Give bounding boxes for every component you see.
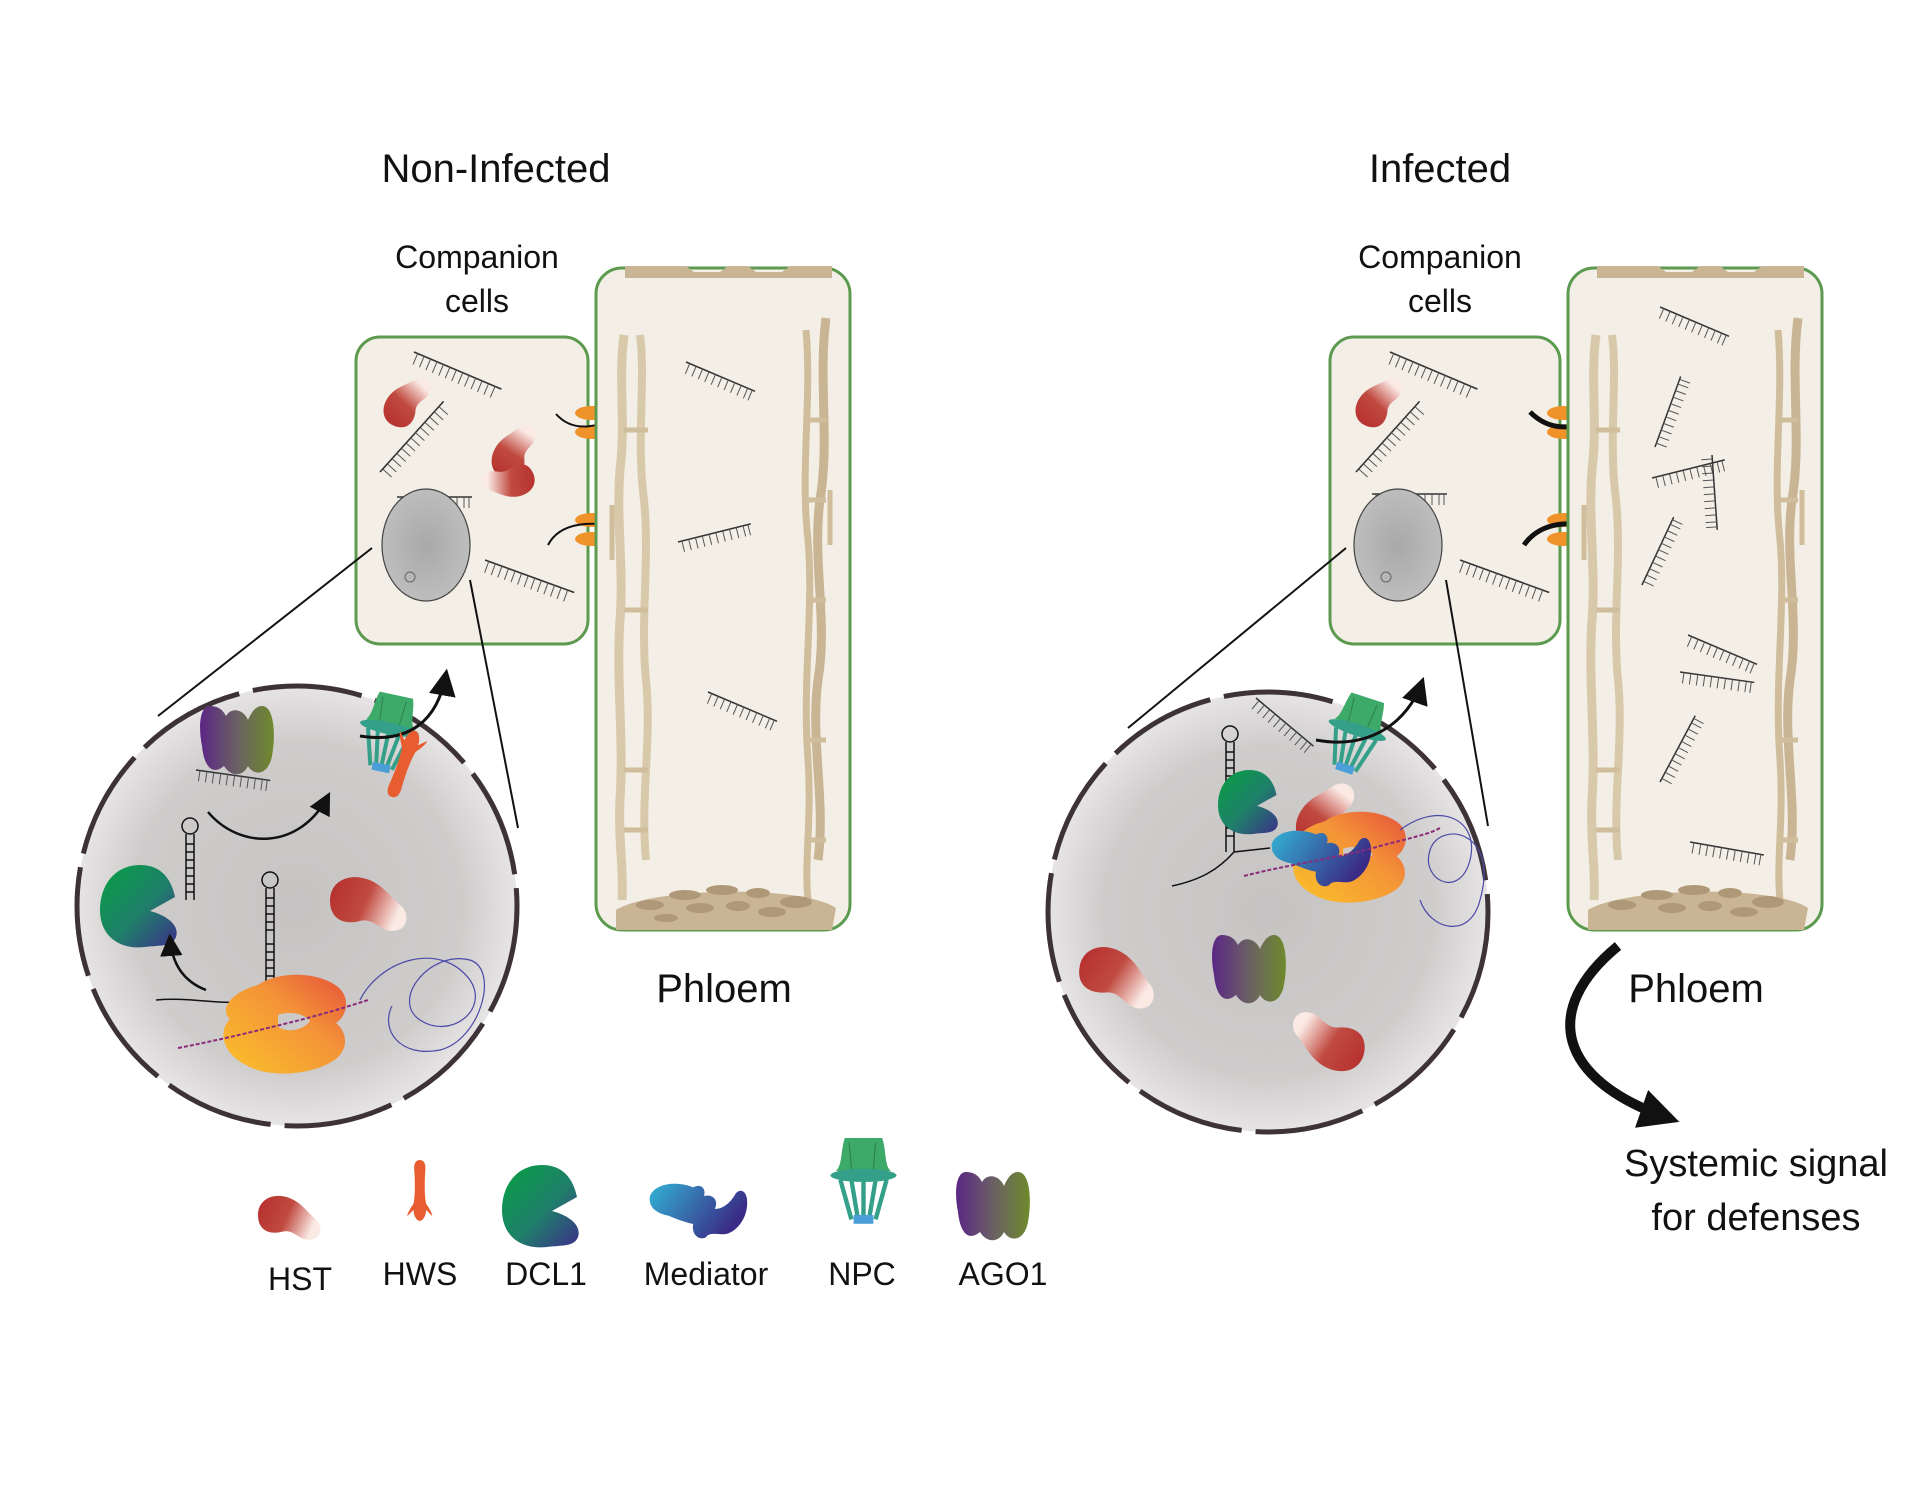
ago1-protein-icon bbox=[956, 1172, 1030, 1241]
companion-cell bbox=[1328, 335, 1562, 646]
hws-protein-icon bbox=[407, 1160, 433, 1221]
dna-helix bbox=[1243, 827, 1441, 877]
zoom-line bbox=[157, 547, 373, 717]
phloem-label: Phloem bbox=[656, 967, 792, 1011]
chromatin bbox=[1399, 814, 1485, 927]
companion-cells-label: Companion bbox=[1358, 239, 1522, 275]
companion-cells-label-line2: cells bbox=[1408, 283, 1472, 319]
legend: HST HWS DCL1 Mediator NPC AGO1 bbox=[258, 1138, 1047, 1297]
nuclear-envelope bbox=[1045, 689, 1491, 1135]
legend-label: HST bbox=[268, 1261, 332, 1297]
legend-label: Mediator bbox=[644, 1256, 769, 1292]
sieve-plate-top bbox=[625, 266, 832, 278]
legend-item-dcl1: DCL1 bbox=[502, 1165, 587, 1292]
systemic-signal-label: Systemic signal bbox=[1624, 1143, 1888, 1185]
export-arrow bbox=[207, 792, 331, 840]
nucleus bbox=[381, 488, 471, 602]
legend-item-ago1: AGO1 bbox=[956, 1172, 1047, 1292]
legend-item-npc: NPC bbox=[828, 1138, 896, 1292]
companion-cell bbox=[354, 335, 590, 646]
phloem-label: Phloem bbox=[1628, 967, 1764, 1011]
systemic-signal-label-line2: for defenses bbox=[1651, 1197, 1860, 1239]
export-arrow bbox=[1315, 676, 1428, 744]
ago1-protein bbox=[200, 706, 274, 775]
chromatin bbox=[359, 957, 485, 1052]
ago1-protein bbox=[1212, 935, 1286, 1004]
legend-item-hws: HWS bbox=[383, 1160, 458, 1292]
systemic-signal-arrow bbox=[1565, 942, 1680, 1128]
mediator-complex-icon bbox=[649, 1183, 748, 1239]
panel-title: Infected bbox=[1369, 147, 1511, 191]
legend-label: NPC bbox=[828, 1256, 896, 1292]
zoom-line bbox=[1445, 579, 1489, 827]
enlarged-nucleus bbox=[1045, 676, 1491, 1135]
companion-cells-label: Companion bbox=[395, 239, 559, 275]
dcl1-protein-icon bbox=[502, 1165, 579, 1248]
legend-label: HWS bbox=[383, 1256, 458, 1292]
hst-protein-icon bbox=[258, 1195, 321, 1240]
companion-cells-label-line2: cells bbox=[445, 283, 509, 319]
processing-arrow bbox=[160, 933, 207, 992]
panel-non-infected: Non-Infected Companion cells bbox=[74, 147, 852, 1129]
nucleus bbox=[1353, 488, 1443, 602]
export-arrow bbox=[359, 668, 456, 739]
enlarged-nucleus bbox=[74, 668, 520, 1129]
phloem-sieve-tube bbox=[1566, 266, 1824, 932]
legend-item-hst: HST bbox=[258, 1195, 332, 1297]
legend-label: AGO1 bbox=[959, 1256, 1048, 1292]
panel-infected: Infected Companion cells bbox=[1045, 147, 1888, 1239]
panel-title: Non-Infected bbox=[381, 147, 610, 191]
nuclear-envelope bbox=[74, 683, 520, 1129]
phloem-sieve-tube bbox=[594, 266, 852, 932]
legend-item-mediator: Mediator bbox=[644, 1183, 769, 1292]
zoom-line bbox=[1127, 547, 1347, 729]
legend-label: DCL1 bbox=[505, 1256, 587, 1292]
pri-mirna-hairpin bbox=[155, 817, 279, 1004]
zoom-line bbox=[469, 579, 519, 829]
nuclear-pore-complex-icon bbox=[831, 1138, 897, 1224]
dna-helix bbox=[177, 999, 369, 1049]
